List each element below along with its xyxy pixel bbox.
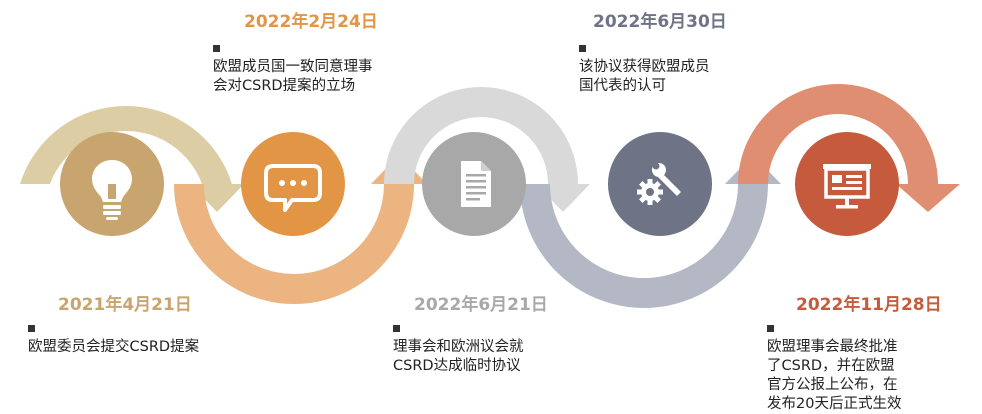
bullet-marker	[579, 45, 586, 52]
arc-band-5	[738, 84, 938, 184]
desc-line: 欧盟理事会最终批准	[767, 339, 898, 355]
desc-line: 发布20天后正式生效	[767, 396, 902, 412]
desc-line: 国代表的认可	[579, 78, 666, 94]
bullet-marker	[393, 325, 400, 332]
desc-line: 了CSRD，并在欧盟	[767, 358, 895, 374]
arc-band-1	[20, 105, 232, 184]
desc-line: 理事会和欧洲议会就	[393, 339, 524, 355]
milestone-date-1: 2021年4月21日	[58, 295, 192, 315]
arc-band-2	[174, 184, 414, 304]
document-icon	[461, 161, 491, 207]
wrench-gear-icon	[637, 162, 681, 205]
arc-band-4	[520, 184, 768, 308]
desc-line: 官方公报上公布，在	[767, 377, 898, 393]
bullet-marker	[28, 325, 35, 332]
milestone-date-3: 2022年6月21日	[414, 295, 548, 315]
chat-bubble-icon	[264, 164, 322, 212]
milestone-date-5: 2022年11月28日	[796, 295, 942, 315]
desc-line: 该协议获得欧盟成员	[579, 59, 710, 75]
milestone-desc-2: 欧盟成员国一致同意理事 会对CSRD提案的立场	[213, 39, 373, 96]
desc-line: 欧盟成员国一致同意理事	[213, 59, 373, 75]
milestone-date-2: 2022年2月24日	[244, 12, 378, 32]
arc-arrow-5	[896, 184, 960, 212]
lightbulb-icon	[92, 160, 132, 220]
milestone-desc-3: 理事会和欧洲议会就 CSRD达成临时协议	[393, 319, 524, 376]
desc-line: CSRD达成临时协议	[393, 358, 521, 374]
bullet-marker	[767, 325, 774, 332]
bullet-marker	[213, 45, 220, 52]
milestone-desc-1: 欧盟委员会提交CSRD提案	[28, 319, 199, 357]
arc-band-3	[384, 87, 578, 184]
milestone-desc-4: 该协议获得欧盟成员 国代表的认可	[579, 39, 710, 96]
presentation-board-icon	[823, 164, 871, 209]
desc-line: 欧盟委员会提交CSRD提案	[28, 339, 200, 355]
desc-line: 会对CSRD提案的立场	[213, 78, 356, 94]
milestone-desc-5: 欧盟理事会最终批准 了CSRD，并在欧盟 官方公报上公布，在 发布20天后正式生…	[767, 319, 901, 414]
milestone-date-4: 2022年6月30日	[593, 12, 727, 32]
